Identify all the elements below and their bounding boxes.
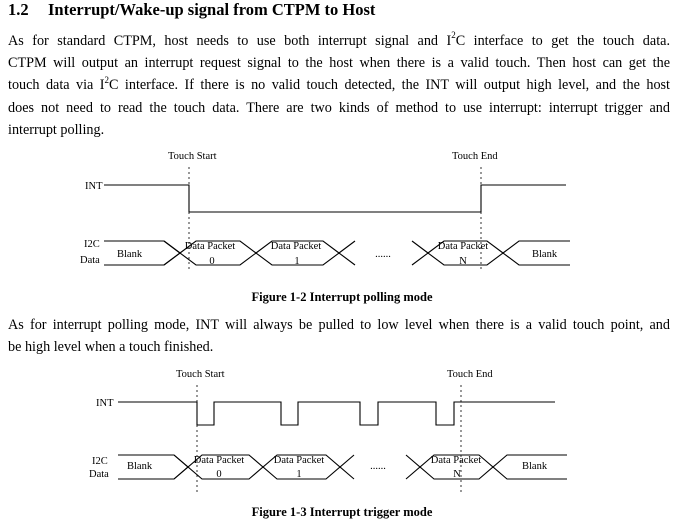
packet-0-index: 0 (216, 469, 221, 480)
packet-0-label: Data Packet (194, 455, 245, 466)
figure-1-2-caption: Figure 1-2 Interrupt polling mode (251, 290, 432, 304)
data-label: Data (80, 255, 100, 266)
intro-line-1: As for standard CTPM, host needs to use … (8, 30, 670, 49)
int-signal-label: INT (85, 181, 103, 192)
packet-n-label: Data Packet (431, 455, 482, 466)
packet-0-index: 0 (209, 256, 214, 267)
intro-line-4: does not need to read the touch data. Th… (8, 99, 670, 116)
figure-polling-mode: Touch Start Touch End INT I2C Data Blank… (80, 151, 570, 304)
data-label: Data (89, 469, 109, 480)
packet-1-label: Data Packet (271, 241, 322, 252)
packet-1-label: Data Packet (274, 455, 325, 466)
middle-line-1: As for interrupt polling mode, INT will … (8, 317, 670, 333)
intro-line-3: touch data via I2C interface. If there i… (8, 74, 670, 94)
blank-right-label: Blank (522, 461, 548, 472)
packet-1-index: 1 (296, 469, 301, 480)
packet-n-label: Data Packet (438, 241, 489, 252)
section-number: 1.2 (8, 0, 29, 19)
section-heading: 1.2 Interrupt/Wake-up signal from CTPM to… (8, 0, 375, 20)
intro-line-5: interrupt polling. (8, 121, 105, 138)
i2c-label: I2C (84, 239, 100, 250)
touch-end-label: Touch End (447, 369, 493, 380)
packet-n-index: N (453, 469, 461, 480)
ellipsis: ...... (370, 461, 386, 472)
i2c-label: I2C (92, 456, 108, 467)
figure-trigger-mode: Touch Start Touch End INT I2C Data Blank… (89, 369, 567, 519)
intro-line-2: CTPM will output an interrupt request si… (8, 55, 670, 72)
touch-start-label: Touch Start (168, 151, 217, 162)
blank-right-label: Blank (532, 249, 558, 260)
blank-left-label: Blank (127, 461, 153, 472)
middle-line-2: be high level when a touch finished. (8, 339, 214, 356)
figure-1-3-caption: Figure 1-3 Interrupt trigger mode (252, 505, 433, 519)
touch-start-label: Touch Start (176, 369, 225, 380)
ellipsis: ...... (375, 249, 391, 260)
i2c-data-bus (104, 240, 570, 266)
blank-left-label: Blank (117, 249, 143, 260)
int-signal-label: INT (96, 398, 114, 409)
packet-0-label: Data Packet (185, 241, 236, 252)
int-waveform (104, 184, 566, 213)
touch-end-label: Touch End (452, 151, 498, 162)
intro-paragraph: As for standard CTPM, host needs to use … (8, 30, 670, 141)
packet-1-index: 1 (294, 256, 299, 267)
int-waveform (118, 401, 555, 426)
i2c-data-bus (118, 454, 567, 480)
section-title: Interrupt/Wake-up signal from CTPM to Ho… (48, 0, 376, 19)
packet-n-index: N (459, 256, 467, 267)
middle-paragraph: As for interrupt polling mode, INT will … (8, 314, 670, 358)
